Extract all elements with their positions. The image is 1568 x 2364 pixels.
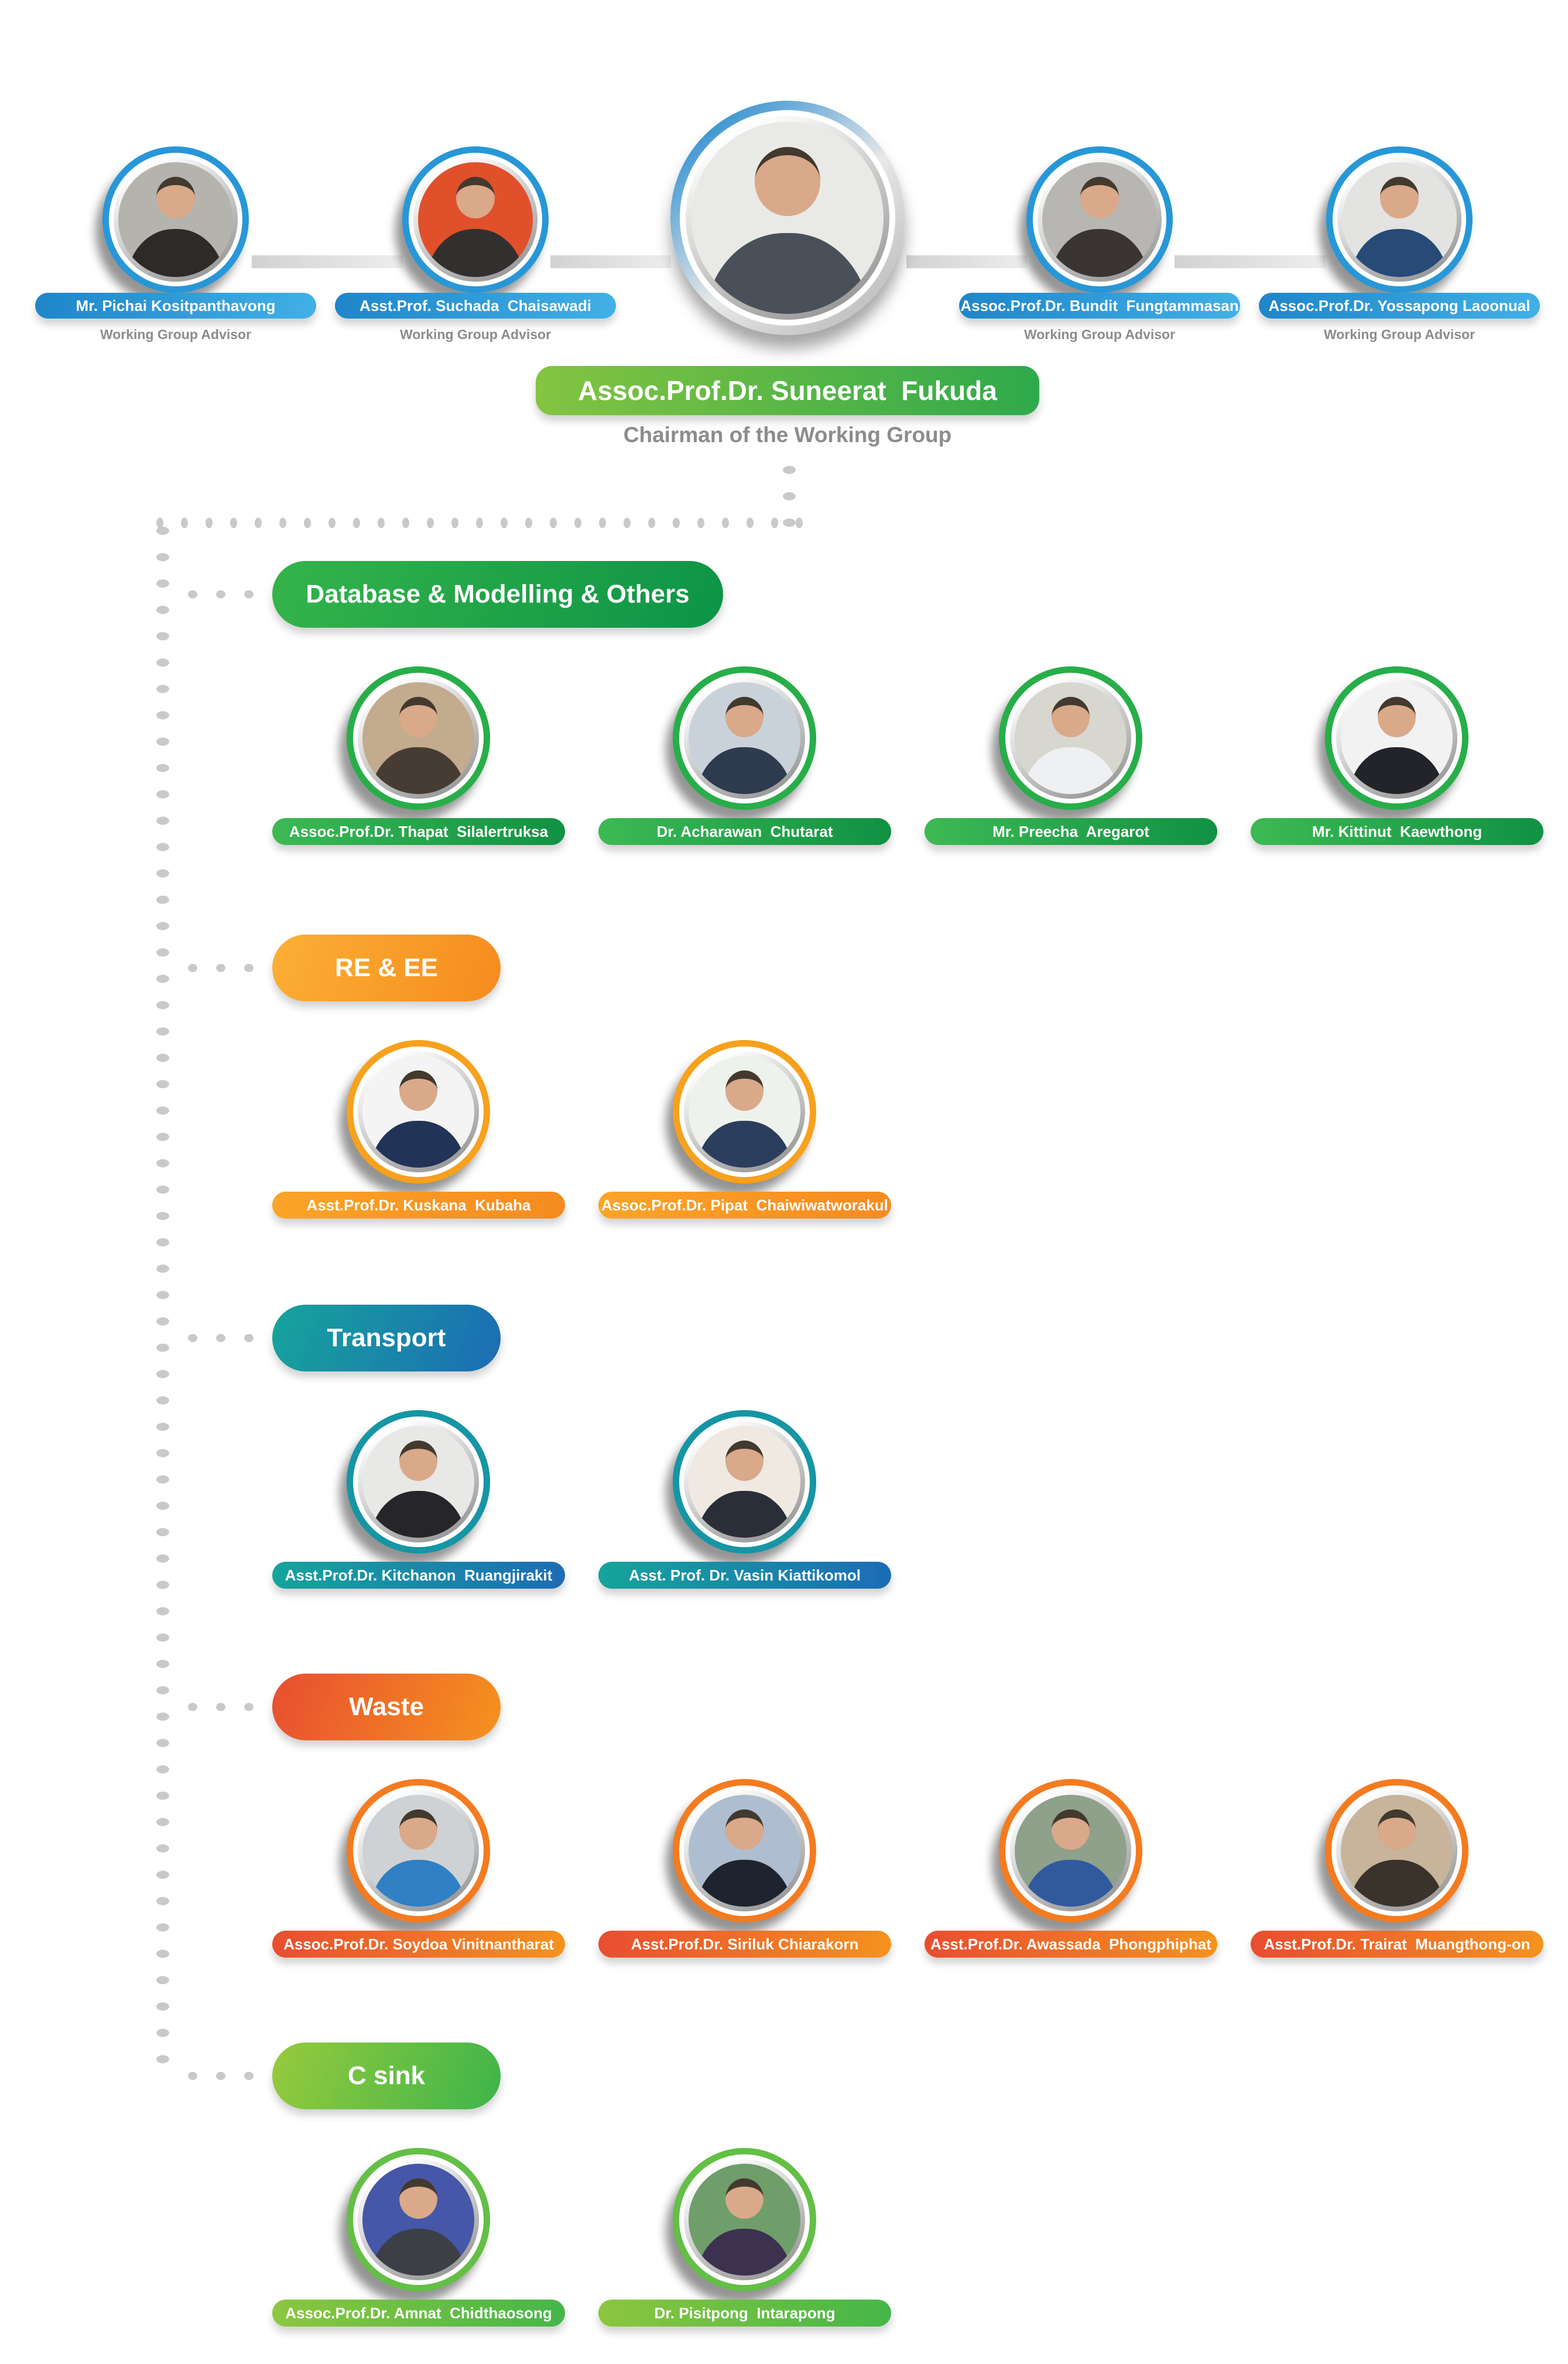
dotted-connector <box>179 963 290 973</box>
avatar <box>347 666 490 810</box>
member-name: Assoc.Prof.Dr. Pipat Chaiwiwatworakul <box>598 1192 891 1219</box>
advisor-name: Assoc.Prof.Dr. Bundit Fungtammasan <box>959 293 1240 319</box>
member-name: Asst.Prof.Dr. Awassada Phongphiphat <box>925 1931 1217 1958</box>
connector-line <box>550 255 671 268</box>
avatar <box>347 1410 490 1554</box>
member-name: Mr. Kittinut Kaewthong <box>1251 818 1543 845</box>
avatar <box>673 2148 816 2291</box>
section-database-modelling-others: Database & Modelling & Others Assoc.Prof… <box>0 561 1568 854</box>
dotted-connector-horizontal <box>148 518 804 528</box>
advisor-role: Working Group Advisor <box>1323 327 1475 342</box>
dotted-connector-spine <box>156 518 170 2081</box>
section-transport: Transport Asst.Prof.Dr. Kitchanon Ruangj… <box>0 1305 1568 1597</box>
advisor-name: Asst.Prof. Suchada Chaisawadi <box>335 293 616 319</box>
chairman-title: Chairman of the Working Group <box>623 423 952 447</box>
avatar <box>347 1040 490 1183</box>
avatar <box>1326 146 1473 293</box>
member-name: Asst. Prof. Dr. Vasin Kiattikomol <box>598 1562 891 1589</box>
avatar <box>402 146 549 293</box>
avatar <box>673 1040 816 1183</box>
dotted-connector <box>179 2071 290 2081</box>
avatar <box>670 101 905 335</box>
dotted-connector <box>179 1333 290 1343</box>
member-name: Asst.Prof.Dr. Trairat Muangthong-on <box>1251 1931 1543 1958</box>
member-name: Dr. Acharawan Chutarat <box>598 818 891 845</box>
section-header: Transport <box>272 1305 501 1371</box>
member-name: Assoc.Prof.Dr. Amnat Chidthaosong <box>272 2300 565 2327</box>
section-re-ee: RE & EE Asst.Prof.Dr. Kuskana Kubaha Ass… <box>0 935 1568 1227</box>
dotted-connector <box>179 1702 290 1712</box>
avatar <box>673 1779 816 1922</box>
section-header: C sink <box>272 2043 501 2109</box>
connector-line <box>906 255 1027 268</box>
avatar <box>1325 666 1468 810</box>
section-c-sink: C sink Assoc.Prof.Dr. Amnat Chidthaosong… <box>0 2043 1568 2335</box>
section-header: Waste <box>272 1674 501 1740</box>
avatar <box>1026 146 1173 293</box>
member-name: Asst.Prof.Dr. Kitchanon Ruangjirakit <box>272 1562 565 1589</box>
avatar <box>673 1410 816 1554</box>
member-name: Asst.Prof.Dr. Siriluk Chiarakorn <box>598 1931 891 1958</box>
member-name: Assoc.Prof.Dr. Thapat Silalertruksa <box>272 818 565 845</box>
connector-line <box>1175 255 1326 268</box>
connector-line <box>252 255 403 268</box>
chairman-name: Assoc.Prof.Dr. Suneerat Fukuda <box>536 366 1039 415</box>
advisor-role: Working Group Advisor <box>100 327 252 342</box>
avatar <box>999 666 1142 810</box>
advisor-role: Working Group Advisor <box>1023 327 1176 342</box>
member-name: Dr. Pisitpong Intarapong <box>598 2300 891 2327</box>
section-header: Database & Modelling & Others <box>272 561 723 628</box>
section-waste: Waste Assoc.Prof.Dr. Soydoa Vinitnanthar… <box>0 1674 1568 1966</box>
avatar <box>1325 1779 1468 1922</box>
member-name: Mr. Preecha Aregarot <box>925 818 1217 845</box>
dotted-connector-vertical <box>782 457 796 527</box>
member-name: Asst.Prof.Dr. Kuskana Kubaha <box>272 1192 565 1219</box>
avatar <box>999 1779 1142 1922</box>
section-header: RE & EE <box>272 935 501 1001</box>
dotted-connector <box>179 590 290 599</box>
avatar <box>347 2148 490 2291</box>
avatar <box>347 1779 490 1922</box>
advisor-name: Mr. Pichai Kositpanthavong <box>35 293 316 319</box>
advisor-role: Working Group Advisor <box>399 327 552 342</box>
avatar <box>102 146 249 293</box>
advisor-name: Assoc.Prof.Dr. Yossapong Laoonual <box>1259 293 1540 319</box>
member-name: Assoc.Prof.Dr. Soydoa Vinitnantharat <box>272 1931 565 1958</box>
avatar <box>673 666 816 810</box>
